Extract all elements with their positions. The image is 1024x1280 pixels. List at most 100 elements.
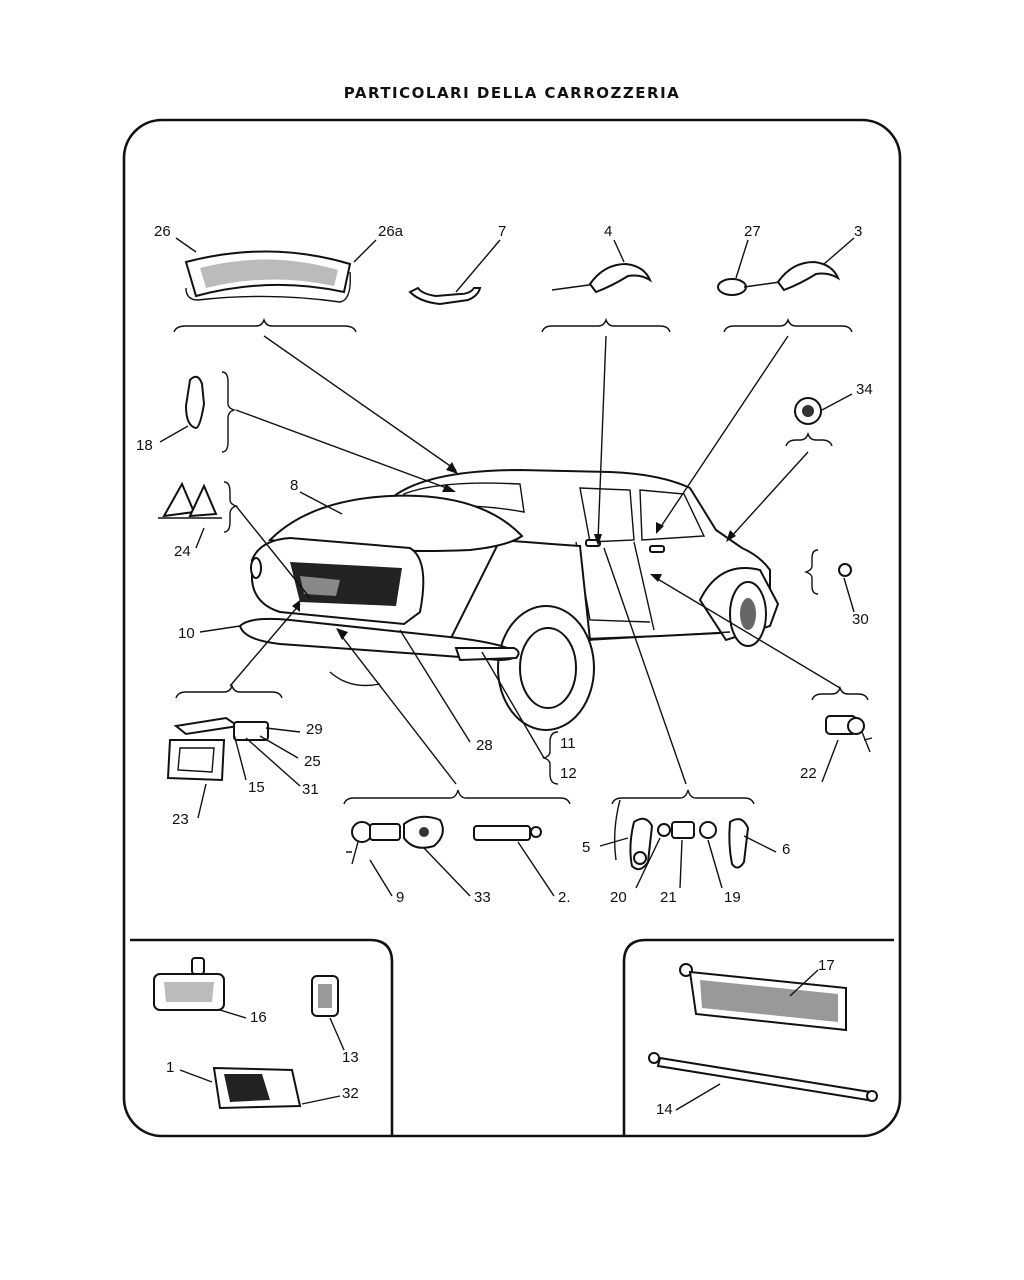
trunk-hinge-and-latch xyxy=(166,716,269,782)
label-28: 28 xyxy=(476,737,493,754)
label-19: 19 xyxy=(724,889,741,906)
label-20: 20 xyxy=(610,889,627,906)
label-6: 6 xyxy=(782,841,790,858)
leader-item-26 xyxy=(175,237,197,253)
grab-handle xyxy=(408,286,482,306)
sun-visor xyxy=(679,963,847,1032)
leader-item-5 xyxy=(599,837,629,847)
label-17: 17 xyxy=(818,957,835,974)
leader-door-handle xyxy=(597,335,607,541)
brace-door-handle xyxy=(541,317,671,333)
label-11: 11 xyxy=(560,735,576,752)
label-1: 1 xyxy=(166,1059,174,1076)
label-4: 4 xyxy=(604,223,612,240)
emblem-badge xyxy=(794,397,822,425)
trunk-lock-with-key xyxy=(825,715,873,753)
lock-cylinder-with-key xyxy=(346,821,401,865)
leader-item-17 xyxy=(789,969,819,997)
car-body-illustration xyxy=(238,468,780,731)
label-18: 18 xyxy=(136,437,153,454)
label-12: 12 xyxy=(560,765,577,782)
brace-trunk-hardware xyxy=(175,683,283,699)
leader-items-11-12 xyxy=(481,651,545,759)
leader-bumper-group xyxy=(339,633,457,785)
ashtray xyxy=(212,1066,302,1110)
brace-rear-window xyxy=(173,317,357,333)
leader-item-19 xyxy=(707,839,723,889)
arrowheads xyxy=(292,462,736,640)
page-title: PARTICOLARI DELLA CARROZZERIA xyxy=(343,84,681,102)
main-frame xyxy=(122,118,902,1138)
grommet xyxy=(838,563,852,577)
leader-trunk-lock xyxy=(655,577,841,689)
leader-door-handle-key xyxy=(659,335,789,529)
label-26: 26 xyxy=(154,223,171,240)
leader-item-25 xyxy=(259,735,299,759)
leader-item-1 xyxy=(179,1069,213,1083)
leader-item-31 xyxy=(245,737,301,787)
leader-item-26a xyxy=(353,239,377,263)
leader-emblem xyxy=(729,451,809,539)
leader-item-18 xyxy=(159,425,189,443)
leader-item-20 xyxy=(635,837,661,889)
leader-item-10 xyxy=(199,625,241,633)
leader-item-2 xyxy=(517,841,555,897)
rear-view-mirror xyxy=(153,957,225,1011)
label-7: 7 xyxy=(498,223,506,240)
label-29: 29 xyxy=(306,721,323,738)
leader-lower-left-group xyxy=(229,603,301,687)
label-13: 13 xyxy=(342,1049,359,1066)
brace-door-lock-group xyxy=(611,789,755,805)
label-32: 32 xyxy=(342,1085,359,1102)
leader-item-3 xyxy=(823,237,855,265)
right-inset-box xyxy=(622,938,894,1136)
leader-item-13 xyxy=(329,1017,345,1051)
leader-item-22 xyxy=(821,739,839,783)
leader-item-9 xyxy=(369,859,393,897)
label-34: 34 xyxy=(856,381,873,398)
label-30: 30 xyxy=(852,611,869,628)
label-8: 8 xyxy=(290,477,298,494)
leader-item-33 xyxy=(423,847,471,897)
leader-item-28 xyxy=(399,629,471,743)
label-15: 15 xyxy=(248,779,265,796)
latch-mechanism xyxy=(473,825,542,841)
label-5: 5 xyxy=(582,839,590,856)
label-22: 22 xyxy=(800,765,817,782)
leader-item-27 xyxy=(735,239,749,279)
leader-item-30 xyxy=(843,577,855,613)
brace-emblem xyxy=(785,431,833,447)
leader-item-8 xyxy=(299,491,343,515)
label-27: 27 xyxy=(744,223,761,240)
label-16: 16 xyxy=(250,1009,267,1026)
brace-bumper-group xyxy=(343,789,571,805)
leader-item-21 xyxy=(679,839,683,889)
leader-tow-strap xyxy=(235,409,453,491)
brace-wheel-chocks xyxy=(223,481,239,533)
label-25: 25 xyxy=(304,753,321,770)
brace-grommet xyxy=(803,549,819,595)
leader-wheel-chocks xyxy=(235,505,311,599)
leader-item-29 xyxy=(265,727,301,733)
brace-door-handle-key xyxy=(723,317,853,333)
window-winder-handle xyxy=(629,817,654,871)
brace-item-5 xyxy=(613,799,621,861)
assist-strap-bar xyxy=(648,1052,878,1102)
leader-item-34 xyxy=(821,393,853,411)
leader-rear-window xyxy=(263,335,457,471)
window-winder-spring-set xyxy=(657,821,717,839)
label-31: 31 xyxy=(302,781,319,798)
leader-item-6 xyxy=(743,835,777,853)
label-33: 33 xyxy=(474,889,491,906)
tow-strap xyxy=(184,375,206,430)
leader-item-4 xyxy=(613,239,625,263)
label-2: 2. xyxy=(558,889,571,906)
door-handle-and-key xyxy=(717,260,841,296)
label-14: 14 xyxy=(656,1101,673,1118)
leader-item-23 xyxy=(197,783,207,819)
door-handle-with-lock xyxy=(551,262,653,294)
rear-window-seal xyxy=(185,271,351,303)
courtesy-light xyxy=(311,975,339,1017)
leader-door-lock-group xyxy=(603,547,687,785)
